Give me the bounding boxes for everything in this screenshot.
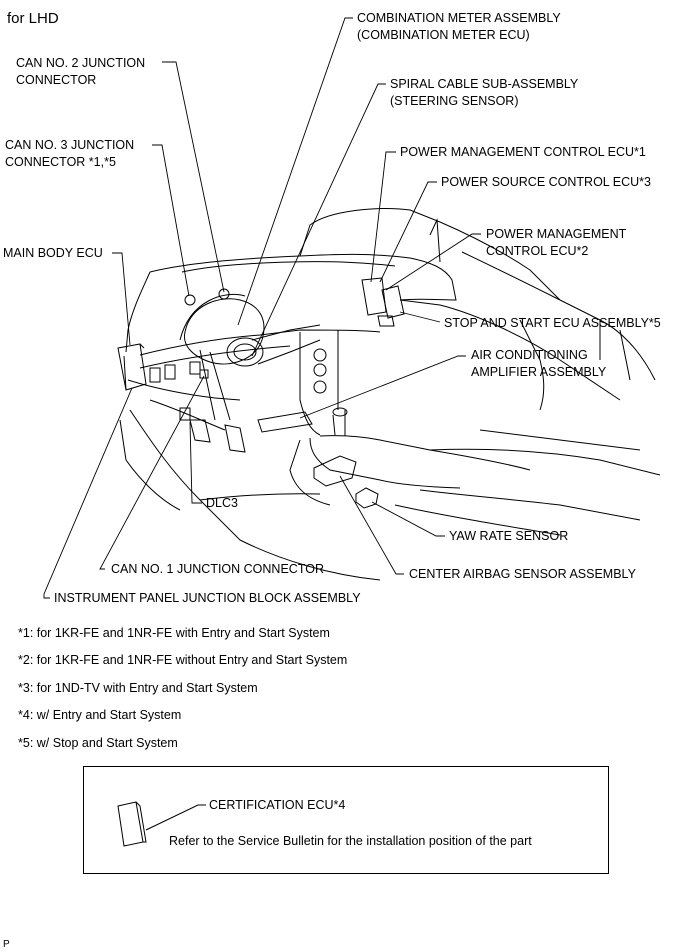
label-certification-ecu: CERTIFICATION ECU*4 — [209, 798, 346, 812]
page-mark: P — [3, 939, 10, 950]
label-can-no1-junction-connector: CAN NO. 1 JUNCTION CONNECTOR — [111, 562, 324, 576]
label-main-body-ecu: MAIN BODY ECU — [3, 246, 103, 260]
label-air-conditioning-amplifier: AIR CONDITIONING AMPLIFIER ASSEMBLY — [471, 348, 607, 379]
label-power-source-ecu-3: POWER SOURCE CONTROL ECU*3 — [441, 175, 651, 189]
diagram-title: for LHD — [7, 10, 59, 27]
label-can-no2-junction-connector: CAN NO. 2 JUNCTION CONNECTOR — [16, 56, 146, 87]
footnote-1: *1: for 1KR-FE and 1NR-FE with Entry and… — [18, 626, 330, 640]
label-stop-and-start-ecu: STOP AND START ECU ASSEMBLY*5 — [444, 316, 661, 330]
footnote-3: *3: for 1ND-TV with Entry and Start Syst… — [18, 681, 258, 695]
label-combination-meter: COMBINATION METER ASSEMBLY (COMBINATION … — [357, 11, 561, 42]
certification-ecu-drawing — [117, 801, 206, 847]
label-instrument-panel-junction-block: INSTRUMENT PANEL JUNCTION BLOCK ASSEMBLY — [54, 591, 361, 605]
label-center-airbag-sensor: CENTER AIRBAG SENSOR ASSEMBLY — [409, 567, 636, 581]
label-yaw-rate-sensor: YAW RATE SENSOR — [449, 529, 569, 543]
footnote-5: *5: w/ Stop and Start System — [18, 736, 178, 750]
label-spiral-cable: SPIRAL CABLE SUB-ASSEMBLY (STEERING SENS… — [390, 77, 579, 108]
certification-ecu-box — [83, 766, 609, 874]
label-power-management-ecu-2: POWER MANAGEMENT CONTROL ECU*2 — [486, 227, 627, 258]
footnote-2: *2: for 1KR-FE and 1NR-FE without Entry … — [18, 653, 348, 667]
footnote-4: *4: w/ Entry and Start System — [18, 708, 182, 722]
label-power-management-ecu-1: POWER MANAGEMENT CONTROL ECU*1 — [400, 145, 646, 159]
label-can-no3-junction-connector: CAN NO. 3 JUNCTION CONNECTOR *1,*5 — [5, 138, 135, 169]
label-dlc3: DLC3 — [206, 496, 238, 510]
service-bulletin-note: Refer to the Service Bulletin for the in… — [169, 834, 532, 848]
